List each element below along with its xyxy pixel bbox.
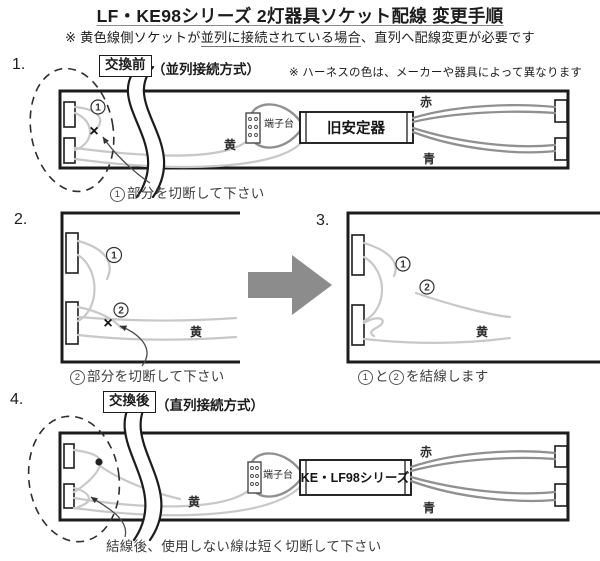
circled-1-digit: 1 — [111, 251, 117, 262]
fixture-body — [60, 211, 240, 364]
socket-bottom — [351, 304, 365, 346]
circled-1-icon — [105, 246, 123, 264]
pointer-arrow — [102, 136, 151, 184]
red-wire-label: 赤 — [420, 94, 432, 109]
socket-left-bottom — [63, 137, 76, 164]
right-arrow-icon — [248, 255, 332, 315]
circled-2-icon: 2 — [388, 370, 404, 385]
subtitle-prefix: ※ 黄色線側ソケットが — [65, 30, 201, 45]
lamp-sockets — [63, 99, 568, 164]
circled-2-digit: 2 — [118, 306, 124, 317]
step4-number: 4. — [10, 391, 24, 408]
yellow-wire-label: 黄 — [190, 324, 202, 339]
socket-top — [65, 232, 79, 274]
ballast-box: KE・LF98シリーズ — [299, 459, 412, 496]
subtitle-underlined: 並列に接続されている場合 — [200, 30, 361, 47]
pointer-arrow — [119, 325, 148, 367]
page-title: LF・KE98シリーズ 2灯器具ソケット配線 変更手順 — [96, 6, 504, 26]
yellow-wire-label: 黄 — [476, 324, 488, 339]
terminal-block — [247, 461, 262, 494]
blue-wire-label: 青 — [423, 500, 435, 515]
socket-bottom — [65, 301, 79, 345]
step3-caption-text: を結線します — [405, 369, 489, 384]
socket-right-top — [554, 445, 568, 468]
subtitle-suffix: 、直列へ配線変更が必要です — [360, 30, 535, 45]
pointer-arrow — [90, 496, 127, 538]
cut-marks: 1 2 × — [103, 246, 148, 367]
highlight-ellipse — [27, 415, 121, 543]
circled-1-icon: 1 — [110, 187, 125, 202]
cut-x-mark: × — [103, 315, 112, 332]
socket-left-top — [63, 443, 75, 469]
red-wire-label: 赤 — [420, 444, 432, 459]
yellow-side-wires — [73, 105, 303, 169]
highlight-ellipse — [29, 67, 115, 193]
yellow-side-wires — [362, 241, 512, 344]
output-wires — [411, 104, 557, 154]
step1-method: （並列接続方式） — [152, 62, 260, 77]
output-wires — [409, 450, 557, 503]
step3-number: 3. — [316, 212, 330, 229]
lamp-sockets — [65, 232, 79, 345]
break-squiggle — [123, 393, 163, 544]
ballast-box: 旧安定器 — [299, 111, 414, 144]
step1-caption-text: 部分を切断して下さい — [127, 186, 265, 201]
lamp-sockets — [63, 443, 568, 509]
step4-method: （直列接続方式） — [156, 398, 264, 413]
step4-diagram: KE・LF98シリーズ 端子台 黄 赤 青 — [27, 393, 570, 544]
break-squiggle — [126, 62, 166, 201]
harness-color-note: ※ ハーネスの色は、メーカーや器具によって異なります — [289, 67, 583, 79]
flow-arrow — [248, 255, 332, 315]
circled-2-icon — [419, 279, 435, 295]
fixture-body — [58, 89, 570, 170]
cut-x-mark: × — [89, 123, 98, 140]
terminal-label: 端子台 — [264, 117, 294, 130]
step1-number: 1. — [12, 56, 26, 73]
circled-2-icon: 2 — [70, 370, 85, 385]
socket-top — [351, 234, 365, 276]
socket-left-top — [63, 101, 76, 128]
blue-wire-label: 青 — [423, 151, 435, 166]
step1-badge: 交換前 — [99, 55, 152, 77]
yellow-side-wires — [76, 239, 238, 341]
step3-diagram: 1 2 黄 — [346, 211, 600, 364]
socket-left-bottom — [63, 483, 75, 509]
circled-1-icon: 1 — [358, 370, 373, 385]
yellow-side-wires — [72, 448, 303, 517]
circled-1-digit: 1 — [400, 260, 406, 271]
ballast-label: KE・LF98シリーズ — [301, 470, 410, 485]
step1-diagram: 旧安定器 1 × 端子台 黄 赤 青 — [29, 62, 570, 201]
circled-2-digit: 2 — [424, 283, 430, 294]
step3-caption-join: と — [375, 369, 389, 384]
socket-right-bottom — [554, 483, 568, 507]
terminal-label: 端子台 — [263, 468, 293, 481]
socket-right-bottom — [554, 137, 568, 161]
fixture-body — [346, 211, 600, 364]
yellow-wire-label: 黄 — [224, 137, 236, 152]
step4-caption: 結線後、使用しない線は短く切断して下さい — [106, 539, 382, 554]
wire-joint-dot — [95, 458, 103, 466]
join-marks: 1 2 — [395, 256, 435, 295]
step2-caption-text: 部分を切断して下さい — [87, 369, 225, 384]
circled-1-digit: 1 — [95, 103, 101, 114]
step2-number: 2. — [14, 211, 28, 228]
terminal-block — [245, 112, 261, 144]
lamp-sockets — [351, 234, 365, 346]
fixture-body — [58, 431, 570, 522]
page-subtitle: ※ 黄色線側ソケットが並列に接続されている場合、直列へ配線変更が必要です — [0, 27, 600, 47]
cut-point-1: 1 × — [89, 99, 151, 184]
step2-diagram: 1 2 × 黄 — [60, 211, 240, 367]
circled-1-icon — [395, 256, 411, 272]
circled-1-icon — [90, 99, 106, 115]
yellow-wire-label: 黄 — [188, 494, 200, 509]
ballast-label: 旧安定器 — [327, 119, 385, 137]
step4-badge: 交換後 — [103, 391, 156, 413]
circled-2-icon — [113, 302, 129, 318]
socket-right-top — [554, 99, 568, 123]
